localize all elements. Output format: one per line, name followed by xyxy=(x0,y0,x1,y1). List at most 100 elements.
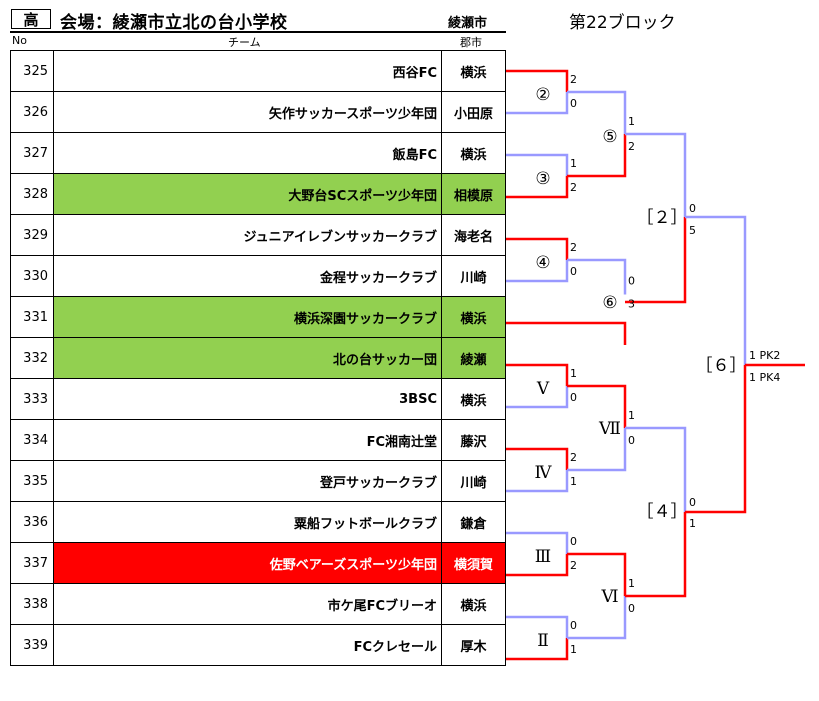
team-number: 326 xyxy=(10,91,54,133)
team-number: 327 xyxy=(10,132,54,174)
team-name: 金程サッカークラブ xyxy=(53,255,442,297)
team-number: 331 xyxy=(10,296,54,338)
m3-top-score: 1 xyxy=(570,157,577,170)
host-city: 綾瀬市 xyxy=(448,16,488,31)
mVII-top-line xyxy=(567,384,627,428)
s2-label: ［２］ xyxy=(637,208,688,228)
m4-bottom-score: 0 xyxy=(570,265,577,278)
team-number: 330 xyxy=(10,255,54,297)
s2-bottom-score: 5 xyxy=(689,224,696,237)
mV-bottom-line xyxy=(506,386,569,409)
block-title: 第22ブロック xyxy=(569,13,676,33)
team-city: 横須賀 xyxy=(441,542,506,584)
team-city: 厚木 xyxy=(441,624,506,666)
final-top-score: 1 PK2 xyxy=(749,349,780,362)
s4-bottom-line xyxy=(625,512,687,598)
mIV-label: Ⅳ xyxy=(535,463,553,483)
mIII-top-line xyxy=(506,531,569,554)
m4-top-line xyxy=(506,237,569,260)
team-number: 333 xyxy=(10,378,54,420)
mII-bottom-line xyxy=(506,638,569,661)
mVI-top-line xyxy=(567,552,627,596)
s2-bottom-line xyxy=(625,217,687,304)
team-city: 川崎 xyxy=(441,460,506,502)
m2-label: ② xyxy=(535,85,550,105)
team-city: 小田原 xyxy=(441,91,506,133)
m6-bottom-score: 3 xyxy=(628,298,635,311)
mVII-top-score: 1 xyxy=(628,409,635,422)
m3-top-line xyxy=(506,153,569,176)
team-name: 北の台サッカー団 xyxy=(53,337,442,379)
team-number: 336 xyxy=(10,501,54,543)
column-header-no: No xyxy=(12,34,27,47)
team-name: 粟船フットボールクラブ xyxy=(53,501,442,543)
team-name: 市ケ尾FCブリーオ xyxy=(53,583,442,625)
mVII-bottom-score: 0 xyxy=(628,434,635,447)
mVI-label: Ⅵ xyxy=(600,587,618,607)
mVII-label: Ⅶ xyxy=(598,419,621,439)
mIII-bottom-line xyxy=(506,554,569,577)
mIV-bottom-score: 1 xyxy=(570,475,577,488)
mV-top-line xyxy=(506,363,569,386)
m3-bottom-score: 2 xyxy=(570,181,577,194)
m2-top-score: 2 xyxy=(570,73,577,86)
final-label: ［６］ xyxy=(696,356,747,376)
team-number: 335 xyxy=(10,460,54,502)
final-bottom-line xyxy=(685,365,747,514)
team-city: 藤沢 xyxy=(441,419,506,461)
m4-top-score: 2 xyxy=(570,241,577,254)
final-bottom-score: 1 PK4 xyxy=(749,371,780,384)
mIV-bottom-line xyxy=(506,470,569,493)
team-name: FC湘南辻堂 xyxy=(53,419,442,461)
m5-bottom-score: 2 xyxy=(628,140,635,153)
team-number: 332 xyxy=(10,337,54,379)
team-city: 横浜 xyxy=(441,132,506,174)
m4-bottom-line xyxy=(506,260,569,283)
mVI-bottom-score: 0 xyxy=(628,602,635,615)
mII-label: Ⅱ xyxy=(537,631,549,651)
column-header-team: チーム xyxy=(228,36,261,49)
team-city: 相模原 xyxy=(441,173,506,215)
s4-top-score: 0 xyxy=(689,496,696,509)
mII-bottom-score: 1 xyxy=(570,643,577,656)
mII-top-score: 0 xyxy=(570,619,577,632)
m3-label: ③ xyxy=(535,169,550,189)
team331-advance-line xyxy=(506,321,627,345)
column-header-city: 郡市 xyxy=(460,36,482,49)
category-badge: 高 xyxy=(11,9,51,29)
team-name: 登戸サッカークラブ xyxy=(53,460,442,502)
team-name: 佐野ベアーズスポーツ少年団 xyxy=(53,542,442,584)
header-underline xyxy=(10,31,506,33)
mIII-label: Ⅲ xyxy=(535,547,551,567)
team-city: 横浜 xyxy=(441,378,506,420)
m5-bottom-line xyxy=(567,134,627,178)
m4-label: ④ xyxy=(535,253,550,273)
mV-top-score: 1 xyxy=(570,367,577,380)
mV-label: Ⅴ xyxy=(536,379,550,399)
mII-top-line xyxy=(506,615,569,638)
final-top-line xyxy=(685,215,747,365)
m5-top-line xyxy=(567,90,627,134)
m3-bottom-line xyxy=(506,176,569,199)
mVI-top-score: 1 xyxy=(628,577,635,590)
venue-title: 会場：綾瀬市立北の台小学校 xyxy=(60,13,288,33)
team-name: 大野台SCスポーツ少年団 xyxy=(53,173,442,215)
m2-bottom-line xyxy=(506,92,569,115)
s4-top-line xyxy=(625,426,687,512)
mIV-top-score: 2 xyxy=(570,451,577,464)
team-city: 綾瀬 xyxy=(441,337,506,379)
mVII-bottom-line xyxy=(567,428,627,472)
m5-top-score: 1 xyxy=(628,115,635,128)
